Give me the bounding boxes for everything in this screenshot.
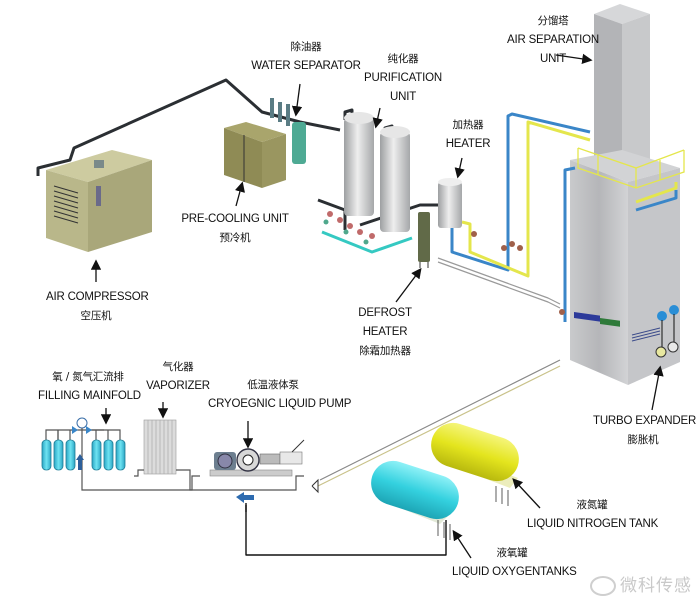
vaporizer [134,419,304,491]
label-zh: 加热器 [452,119,484,131]
label-zh: 液氧罐 [496,547,528,559]
valves [471,231,565,315]
pre-cooling-unit [224,122,286,188]
label-zh: 纯化器 [387,53,419,65]
label-en: UNIT [389,91,417,103]
label-en: UNIT [539,53,567,65]
air-compressor [46,150,152,252]
label-air-compressor: AIR COMPRESSOR 空压机 [46,288,149,326]
label-pre-cooling-unit: PRE-COOLING UNIT 预冷机 [180,210,290,248]
label-en: LIQUID OXYGENTANKS [452,566,577,578]
label-zh: 除油器 [290,41,322,53]
label-en: AIR COMPRESSOR [46,291,149,303]
weibo-icon [590,576,616,596]
filling-manifold [41,417,200,491]
heater [438,178,462,228]
label-en: VAPORIZER [146,380,210,392]
label-en: TURBO EXPANDER [593,415,697,427]
cryogenic-pump [209,439,305,477]
label-turbo-expander: TURBO EXPANDER 膨胀机 [593,412,697,450]
label-vaporizer: 气化器 VAPORIZER [146,358,210,396]
label-en: PRE-COOLING UNIT [181,213,289,225]
label-liquid-nitrogen-tank: 液氮罐 LIQUID NITROGEN TANK [527,496,659,534]
label-filling-manifold: 氧 / 氮气汇流排 FILLING MAINFOLD [38,368,141,406]
label-en: CRYOEGNIC LIQUID PUMP [208,398,352,410]
label-heater: 加热器 HEATER [440,116,496,154]
water-separator [270,98,306,164]
label-en: HEATER [445,138,491,150]
label-en: AIR SEPARATION [507,34,599,46]
label-en: WATER SEPARATOR [251,60,361,72]
liquid-nitrogen-tank [431,422,519,506]
label-en: HEATER [362,326,408,338]
label-zh: 低温液体泵 [247,379,299,391]
watermark-text: 微科传感 [620,576,692,596]
label-en: FILLING MAINFOLD [38,390,141,402]
label-zh: 气化器 [162,361,194,373]
label-zh: 空压机 [80,310,112,322]
liquid-oxygen-tank [371,460,459,540]
label-en: DEFROST [358,307,412,319]
label-defrost-heater: DEFROST HEATER 除霜加热器 [352,304,418,361]
label-zh: 膨胀机 [627,434,659,446]
label-en: PURIFICATION [364,72,442,84]
label-air-separation-unit: 分馏塔 AIR SEPARATION UNIT [503,12,603,69]
air-separation-column [570,4,685,385]
purification-unit [323,112,410,245]
label-zh: 预冷机 [219,232,251,244]
pointer-arrows [90,53,664,559]
label-cryogenic-pump: 低温液体泵 CRYOEGNIC LIQUID PUMP [208,376,352,414]
label-purification-unit: 纯化器 PURIFICATION UNIT [358,50,448,107]
defrost-heater [418,212,430,268]
label-water-separator: 除油器 WATER SEPARATOR [250,38,362,76]
label-zh: 液氮罐 [576,499,608,511]
label-liquid-oxygen-tanks: 液氧罐 LIQUID OXYGENTANKS [452,544,577,582]
label-zh: 除霜加热器 [359,345,411,357]
watermark: 微科传感 [590,571,692,596]
label-zh: 氧 / 氮气汇流排 [52,371,124,383]
label-en: LIQUID NITROGEN TANK [527,518,659,530]
label-zh: 分馏塔 [537,15,569,27]
flow-direction-arrow [236,492,254,503]
